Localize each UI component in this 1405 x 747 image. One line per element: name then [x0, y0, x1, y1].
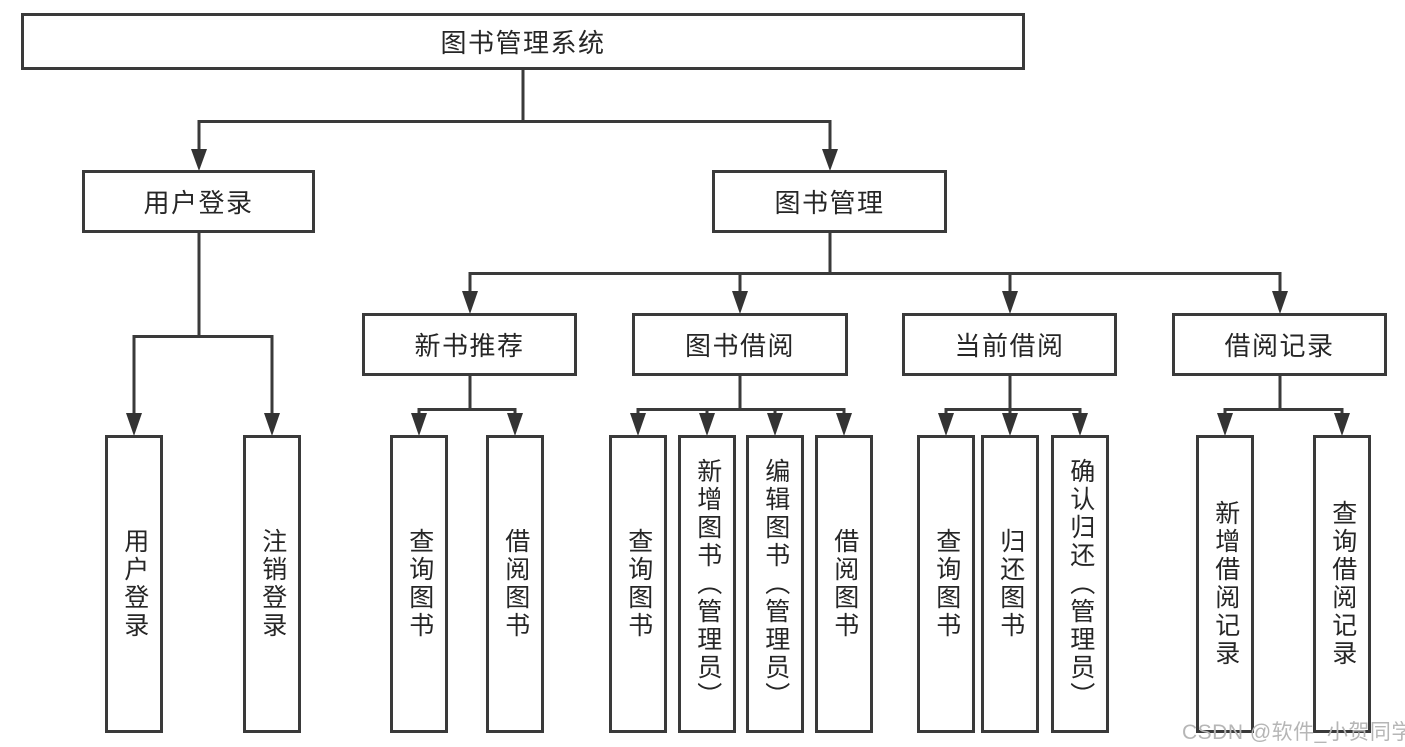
node-borrow-records-label: 借阅记录: [1224, 331, 1335, 361]
node-borrow-records: 借阅记录: [1172, 313, 1387, 376]
leaf-add-books-admin-label: 新增图书（管理员）: [693, 458, 722, 710]
leaf-borrow-books: 借阅图书: [815, 435, 873, 733]
leaf-edit-books-admin-label: 编辑图书（管理员）: [761, 458, 790, 710]
node-current-borrow: 当前借阅: [902, 313, 1117, 376]
node-current-borrow-label: 当前借阅: [954, 331, 1065, 361]
node-user-login-label: 用户登录: [143, 188, 254, 218]
leaf-current-query-books: 查询图书: [917, 435, 975, 733]
leaf-add-books-admin: 新增图书（管理员）: [678, 435, 736, 733]
connector-userlogin-children: [132, 231, 274, 416]
leaf-user-login-label: 用户登录: [120, 528, 149, 640]
node-book-borrow-label: 图书借阅: [684, 331, 795, 361]
csdn-watermark: CSDN @软件_小贺同学: [1182, 721, 1405, 744]
arrowheads-level4: [411, 413, 1350, 436]
node-new-book-recommend: 新书推荐: [362, 313, 577, 376]
leaf-user-login: 用户登录: [105, 435, 163, 733]
node-new-book-recommend-label: 新书推荐: [414, 331, 525, 361]
leaf-recommend-borrow-books: 借阅图书: [486, 435, 544, 733]
arrowheads-level3: [462, 291, 1288, 314]
node-book-borrow: 图书借阅: [632, 313, 848, 376]
leaf-add-borrow-record-label: 新增借阅记录: [1211, 500, 1240, 668]
leaf-recommend-borrow-books-label: 借阅图书: [501, 528, 530, 640]
leaf-borrow-books-label: 借阅图书: [830, 528, 859, 640]
node-root: 图书管理系统: [21, 13, 1025, 70]
node-book-management: 图书管理: [712, 170, 947, 233]
node-root-label: 图书管理系统: [440, 28, 606, 58]
connector-borrow-children: [636, 374, 846, 416]
leaf-logout-label: 注销登录: [258, 528, 287, 640]
leaf-recommend-query-books: 查询图书: [390, 435, 448, 733]
arrowheads-userlogin-children: [126, 413, 280, 436]
leaf-query-borrow-record-label: 查询借阅记录: [1328, 500, 1357, 668]
leaf-edit-books-admin: 编辑图书（管理员）: [746, 435, 804, 733]
connector-root-to-level2: [197, 67, 832, 152]
leaf-recommend-query-books-label: 查询图书: [405, 528, 434, 640]
leaf-confirm-return-admin: 确认归还（管理员）: [1051, 435, 1109, 733]
leaf-return-books-label: 归还图书: [996, 528, 1025, 640]
node-book-management-label: 图书管理: [774, 188, 885, 218]
connector-records-children: [1223, 374, 1344, 416]
leaf-query-borrow-record: 查询借阅记录: [1313, 435, 1371, 733]
leaf-confirm-return-admin-label: 确认归还（管理员）: [1066, 458, 1095, 710]
connector-current-children: [944, 374, 1082, 416]
leaf-add-borrow-record: 新增借阅记录: [1196, 435, 1254, 733]
leaf-current-query-books-label: 查询图书: [932, 528, 961, 640]
arrowheads-level2: [191, 149, 838, 171]
connector-bookmgmt-to-level3: [468, 231, 1282, 294]
leaf-borrow-query-books: 查询图书: [609, 435, 667, 733]
leaf-logout: 注销登录: [243, 435, 301, 733]
node-user-login: 用户登录: [82, 170, 315, 233]
connector-recommend-children: [417, 374, 517, 416]
leaf-borrow-query-books-label: 查询图书: [624, 528, 653, 640]
leaf-return-books: 归还图书: [981, 435, 1039, 733]
